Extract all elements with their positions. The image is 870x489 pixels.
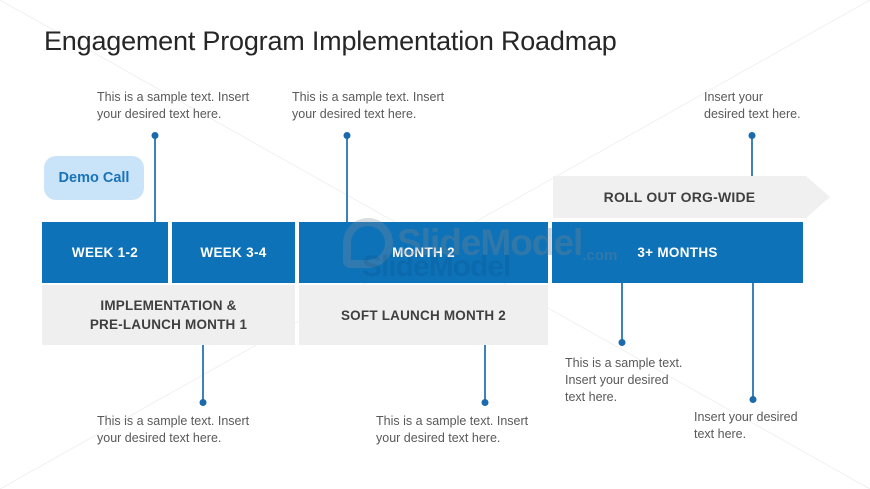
connector-dot bbox=[749, 396, 757, 403]
demo-call-badge: Demo Call bbox=[44, 156, 144, 200]
annotation-bottom-softlaunch: This is a sample text. Insert your desir… bbox=[376, 414, 529, 445]
annotation-top-week12: This is a sample text. Insert your desir… bbox=[97, 90, 250, 121]
rollout-arrow: ROLL OUT ORG-WIDE bbox=[553, 176, 830, 218]
page-title: Engagement Program Implementation Roadma… bbox=[44, 26, 617, 56]
segment-label: WEEK 1-2 bbox=[71, 245, 139, 260]
demo-call-label: Demo Call bbox=[58, 170, 130, 186]
connector-line bbox=[748, 132, 756, 176]
phase-label: SOFT LAUNCH MONTH 2 bbox=[340, 307, 507, 323]
connector-line bbox=[618, 283, 626, 346]
connector-line bbox=[749, 283, 757, 403]
segment-label: 3+ MONTHS bbox=[637, 245, 718, 260]
timeline-segment-3-plus-months: 3+ MONTHS bbox=[552, 222, 803, 283]
annotation-top-rollout: Insert your desired text here. bbox=[704, 90, 801, 121]
connector-line bbox=[199, 345, 207, 406]
annotation-bottom-3months-left: This is a sample text. Insert your desir… bbox=[565, 356, 683, 404]
timeline-segment-week-1-2: WEEK 1-2 bbox=[42, 222, 168, 283]
connector-line bbox=[151, 132, 159, 222]
connector-dot bbox=[151, 132, 159, 139]
timeline-segment-month-2: MONTH 2 bbox=[299, 222, 548, 283]
rollout-arrow-label: ROLL OUT ORG-WIDE bbox=[603, 189, 756, 205]
phase-bar-soft-launch: SOFT LAUNCH MONTH 2 bbox=[299, 285, 548, 345]
annotation-bottom-implementation: This is a sample text. Insert your desir… bbox=[97, 414, 250, 445]
annotation-bottom-3months-right: Insert your desired text here. bbox=[694, 410, 798, 441]
connector-dot bbox=[748, 132, 756, 139]
connector-dot bbox=[343, 132, 351, 139]
phase-bar-implementation-prelaunch: IMPLEMENTATION & PRE-LAUNCH MONTH 1 bbox=[42, 285, 295, 345]
connector-dot bbox=[481, 399, 489, 406]
connector-line bbox=[481, 345, 489, 406]
phase-label: IMPLEMENTATION & PRE-LAUNCH MONTH 1 bbox=[89, 298, 248, 332]
segment-label: WEEK 3-4 bbox=[200, 245, 267, 260]
connector-dot bbox=[199, 399, 207, 406]
connector-line bbox=[343, 132, 351, 222]
connector-dot bbox=[618, 339, 626, 346]
annotation-top-month2: This is a sample text. Insert your desir… bbox=[292, 90, 445, 121]
timeline-segment-week-3-4: WEEK 3-4 bbox=[172, 222, 295, 283]
segment-label: MONTH 2 bbox=[392, 245, 455, 260]
